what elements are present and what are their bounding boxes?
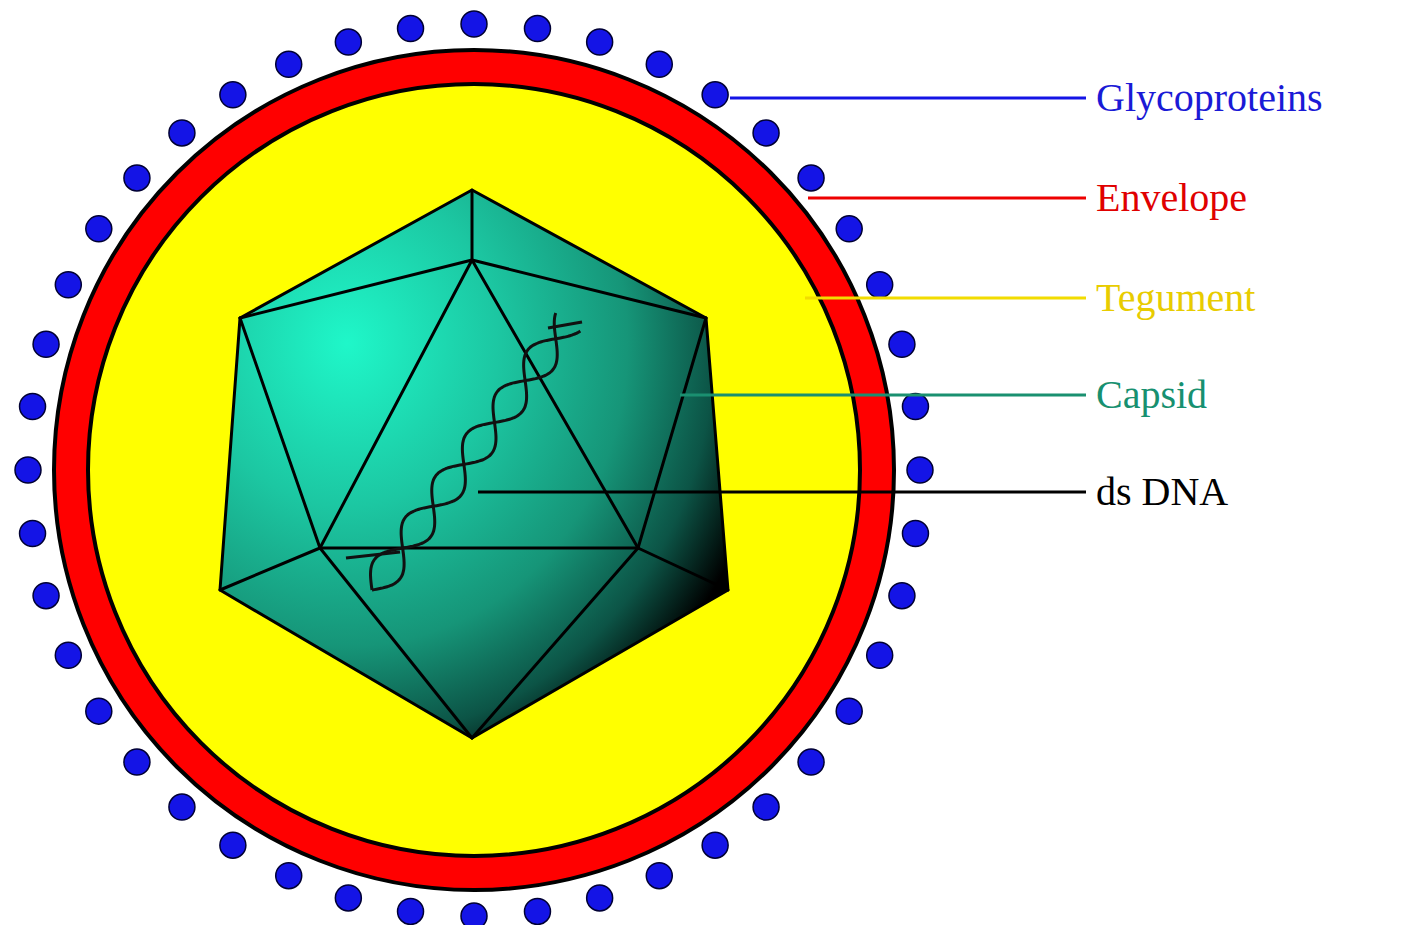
glycoprotein-dot	[220, 82, 246, 108]
glycoprotein-dot	[753, 794, 779, 820]
glycoprotein-dot	[836, 698, 862, 724]
part-label: Envelope	[1094, 176, 1249, 220]
dna-strand	[371, 313, 558, 590]
envelope-ring	[54, 50, 894, 890]
glycoprotein-dot	[276, 863, 302, 889]
glycoprotein-dot	[902, 520, 928, 546]
glycoprotein-dot	[20, 520, 46, 546]
glycoprotein-dot	[889, 583, 915, 609]
glycoprotein-dot	[702, 832, 728, 858]
glycoprotein-dot	[20, 394, 46, 420]
glycoprotein-dot	[33, 583, 59, 609]
glycoprotein-dots	[15, 11, 933, 925]
glycoprotein-dot	[524, 898, 550, 924]
glycoprotein-dot	[907, 457, 933, 483]
glycoprotein-dot	[86, 698, 112, 724]
glycoprotein-dot	[124, 749, 150, 775]
glycoprotein-dot	[836, 216, 862, 242]
glycoprotein-dot	[461, 903, 487, 925]
glycoprotein-dot	[889, 331, 915, 357]
glycoprotein-dot	[702, 82, 728, 108]
leader-line	[680, 394, 1086, 397]
glycoprotein-dot	[124, 165, 150, 191]
leader-lines	[478, 98, 1086, 492]
glycoprotein-dot	[335, 885, 361, 911]
dna-end	[346, 552, 400, 558]
tegument-area	[88, 84, 860, 856]
glycoprotein-dot	[587, 885, 613, 911]
glycoprotein-dot	[220, 832, 246, 858]
leader-line	[805, 297, 1086, 300]
part-label: Tegument	[1094, 276, 1257, 320]
glycoprotein-dot	[646, 863, 672, 889]
dna-helix	[346, 313, 582, 590]
leader-line	[808, 197, 1086, 200]
glycoprotein-dot	[335, 29, 361, 55]
glycoprotein-dot	[461, 11, 487, 37]
glycoprotein-dot	[587, 29, 613, 55]
glycoprotein-dot	[15, 457, 41, 483]
glycoprotein-dot	[55, 642, 81, 668]
glycoprotein-dot	[33, 331, 59, 357]
leader-line	[730, 97, 1086, 100]
dna-end	[548, 322, 582, 328]
glycoprotein-dot	[55, 272, 81, 298]
glycoprotein-dot	[867, 642, 893, 668]
glycoprotein-dot	[646, 51, 672, 77]
leader-line	[478, 491, 1086, 494]
glycoprotein-dot	[169, 794, 195, 820]
glycoprotein-dot	[169, 120, 195, 146]
part-label: Glycoproteins	[1094, 76, 1325, 120]
part-label: Capsid	[1094, 373, 1209, 417]
glycoprotein-dot	[524, 16, 550, 42]
glycoprotein-dot	[902, 394, 928, 420]
glycoprotein-dot	[798, 749, 824, 775]
glycoprotein-dot	[798, 165, 824, 191]
glycoprotein-dot	[867, 272, 893, 298]
glycoprotein-dot	[753, 120, 779, 146]
glycoprotein-dot	[398, 898, 424, 924]
capsid-edges	[220, 190, 728, 738]
capsid-icosahedron	[220, 190, 728, 738]
part-label: ds DNA	[1094, 470, 1230, 514]
glycoprotein-dot	[86, 216, 112, 242]
glycoprotein-dot	[398, 16, 424, 42]
glycoprotein-dot	[276, 51, 302, 77]
